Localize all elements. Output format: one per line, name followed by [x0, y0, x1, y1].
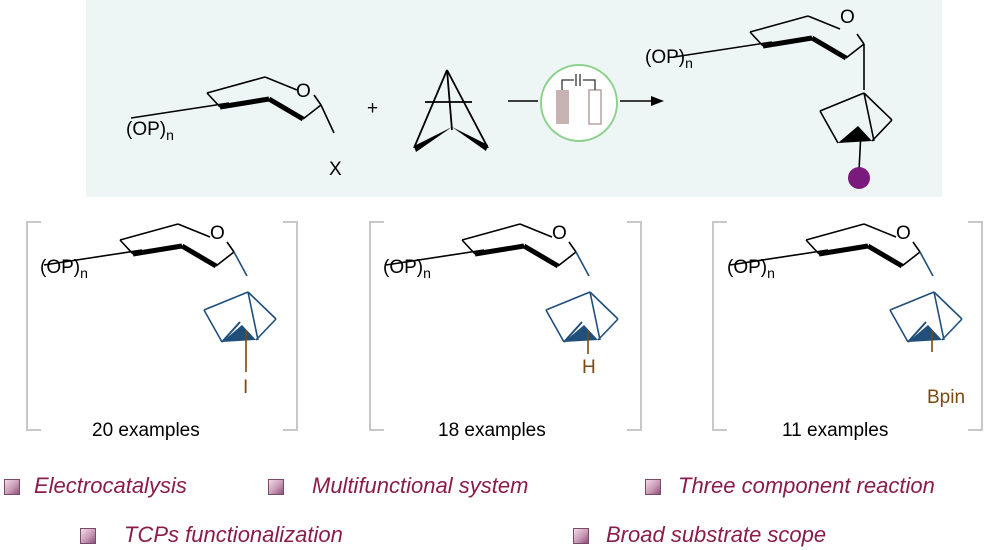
tricyclopentane-reagent: [413, 69, 489, 152]
example-1-sugar: [44, 224, 248, 277]
feature-bullet-icon: [268, 479, 284, 495]
example-1-ring-oxygen: O: [210, 223, 225, 244]
reaction-scheme-panel: [86, 0, 942, 197]
reactant-sugar-skeleton: [131, 77, 335, 134]
product-protecting-group-label: (OP)n: [645, 47, 693, 71]
electrolysis-cell-icon: [540, 64, 618, 142]
product-sugar-skeleton: [674, 16, 864, 90]
electrochemical-arrow: [508, 96, 664, 106]
example-frame-1: [26, 221, 298, 431]
example-frame-2: [369, 221, 642, 431]
feature-broad-substrate-scope: Broad substrate scope: [606, 522, 827, 547]
feature-bullet-icon: [573, 528, 589, 544]
example-3-substituent: Bpin: [927, 387, 966, 408]
example-3-bcp: [889, 291, 963, 352]
product-bcp-cage: [819, 92, 893, 172]
feature-bullet-icon: [4, 479, 20, 495]
product-ring-oxygen: O: [840, 7, 855, 28]
example-2-ring-oxygen: O: [552, 223, 567, 244]
feature-three-component-reaction: Three component reaction: [678, 473, 935, 498]
example-3-ring-oxygen: O: [896, 223, 911, 244]
example-3-count: 11 examples: [782, 420, 889, 441]
example-1-substituent: I: [243, 377, 249, 398]
example-1-count: 20 examples: [92, 420, 200, 441]
example-frame-3: [712, 221, 983, 431]
example-1-bcp: [203, 291, 277, 372]
leaving-group-label: X: [329, 159, 342, 180]
feature-bullet-icon: [645, 479, 661, 495]
example-2-substituent: H: [582, 357, 596, 378]
feature-multifunctional-system: Multifunctional system: [312, 473, 529, 498]
example-2-count: 18 examples: [438, 420, 546, 441]
substituent-dot: [848, 167, 870, 189]
reactant-ring-oxygen: O: [296, 81, 311, 102]
reactant-protecting-group-label: (OP)n: [126, 119, 174, 143]
feature-tcps-functionalization: TCPs functionalization: [124, 522, 343, 547]
feature-electrocatalysis: Electrocatalysis: [34, 473, 187, 498]
example-2-protecting-group: (OP)n: [383, 257, 431, 281]
feature-bullet-icon: [80, 528, 96, 544]
example-2-bcp: [545, 291, 619, 354]
example-1-protecting-group: (OP)n: [40, 257, 88, 281]
example-2-sugar: [386, 224, 590, 277]
example-3-sugar: [730, 224, 934, 277]
plus-sign: +: [367, 98, 379, 119]
example-3-protecting-group: (OP)n: [727, 257, 775, 281]
